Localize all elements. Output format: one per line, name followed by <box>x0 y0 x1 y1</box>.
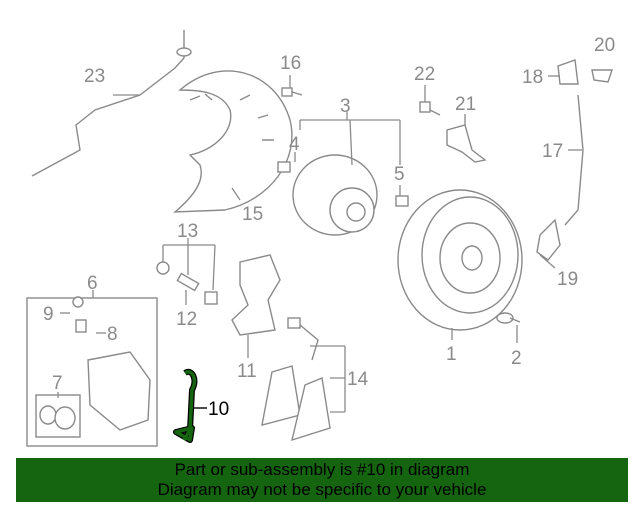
part-1-brake-rotor[interactable] <box>397 189 523 331</box>
label-17[interactable]: 17 <box>542 141 563 162</box>
banner-line-1: Part or sub-assembly is #10 in diagram <box>174 460 470 479</box>
label-21[interactable]: 21 <box>455 94 476 115</box>
part-6-caliper-assembly[interactable] <box>26 296 158 447</box>
label-10[interactable]: 10 <box>208 399 229 420</box>
label-11[interactable]: 11 <box>237 361 257 382</box>
label-20[interactable]: 20 <box>594 35 615 56</box>
part-17-brake-hose[interactable] <box>564 94 584 226</box>
part-3-hub-bearing[interactable] <box>277 154 409 236</box>
part-16-bolt[interactable] <box>281 87 303 97</box>
label-22[interactable]: 22 <box>414 64 435 85</box>
label-16[interactable]: 16 <box>280 53 301 74</box>
part-21-bracket[interactable] <box>446 124 487 163</box>
label-3[interactable]: 3 <box>340 96 351 117</box>
label-7[interactable]: 7 <box>52 373 63 394</box>
label-23[interactable]: 23 <box>84 66 105 87</box>
label-12[interactable]: 12 <box>176 309 197 330</box>
leader-lines <box>57 75 582 413</box>
part-10-retaining-spring-highlighted[interactable] <box>173 368 198 443</box>
label-6[interactable]: 6 <box>87 273 98 294</box>
part-14-brake-pads[interactable] <box>261 317 331 442</box>
part-18-clip[interactable] <box>557 59 579 85</box>
label-19[interactable]: 19 <box>557 269 578 290</box>
part-11-caliper-bracket[interactable] <box>231 254 281 336</box>
part-19-bracket[interactable] <box>536 218 561 261</box>
label-1[interactable]: 1 <box>446 344 457 365</box>
label-9[interactable]: 9 <box>43 304 54 325</box>
label-8[interactable]: 8 <box>107 324 118 345</box>
label-4[interactable]: 4 <box>289 134 300 155</box>
label-18[interactable]: 18 <box>522 67 543 88</box>
banner-line-2: Diagram may not be specific to your vehi… <box>157 480 487 499</box>
part-22-bolt[interactable] <box>419 101 441 116</box>
label-14[interactable]: 14 <box>347 369 369 390</box>
label-5[interactable]: 5 <box>394 164 405 185</box>
label-15[interactable]: 15 <box>242 204 263 225</box>
label-13[interactable]: 13 <box>177 221 198 242</box>
part-23-sensor-wire[interactable] <box>31 30 192 177</box>
part-info-banner: Part or sub-assembly is #10 in diagram D… <box>16 458 628 502</box>
label-2[interactable]: 2 <box>511 348 522 369</box>
part-15-splash-shield[interactable] <box>173 70 293 213</box>
part-13-guide-pins[interactable] <box>156 261 218 305</box>
part-20-clip[interactable] <box>591 69 613 83</box>
part-2-screw[interactable] <box>496 312 521 324</box>
